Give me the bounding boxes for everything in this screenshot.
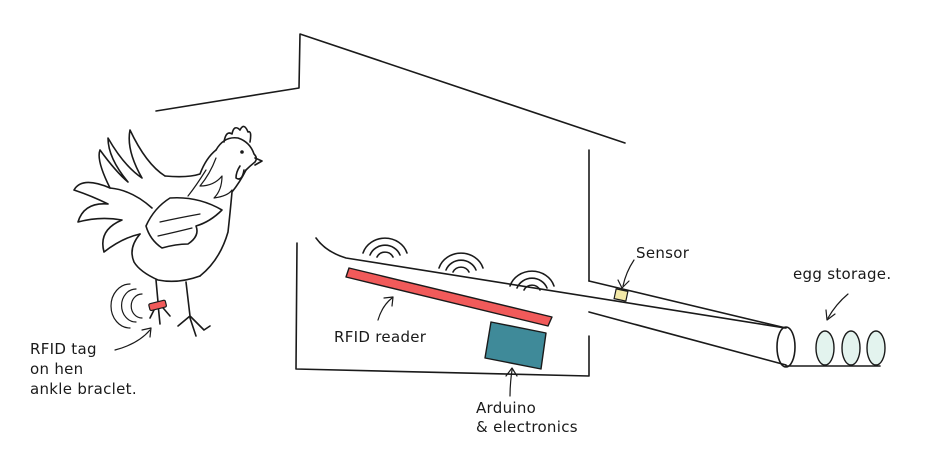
egg-icon (841, 330, 861, 366)
sensor-label: Sensor (636, 244, 690, 262)
arduino-box (484, 321, 547, 370)
hen-icon (73, 125, 263, 337)
signal-waves-icon (362, 237, 555, 291)
sensor (613, 288, 629, 302)
egg-icon (866, 330, 886, 366)
arrow-icon (114, 259, 849, 397)
labels: RFID tag on hen ankle braclet. RFID read… (30, 244, 891, 436)
ankle-tag (148, 299, 167, 312)
rfid-tag-label-line1: RFID tag (30, 340, 97, 358)
egg-storage (815, 330, 886, 366)
arduino-label-line1: Arduino (476, 399, 536, 417)
egg-icon (815, 330, 835, 366)
rfid-reader-label: RFID reader (334, 328, 427, 346)
coop-outline (155, 33, 626, 377)
arduino-label-line2: & electronics (476, 418, 578, 436)
rfid-reader (345, 267, 553, 327)
egg-chute (315, 237, 881, 368)
ankle-signal-waves-icon (110, 283, 143, 329)
rfid-tag-label-line2: on hen (30, 360, 84, 378)
rfid-tag-label-line3: ankle braclet. (30, 380, 137, 398)
egg-storage-label: egg storage. (793, 265, 891, 283)
